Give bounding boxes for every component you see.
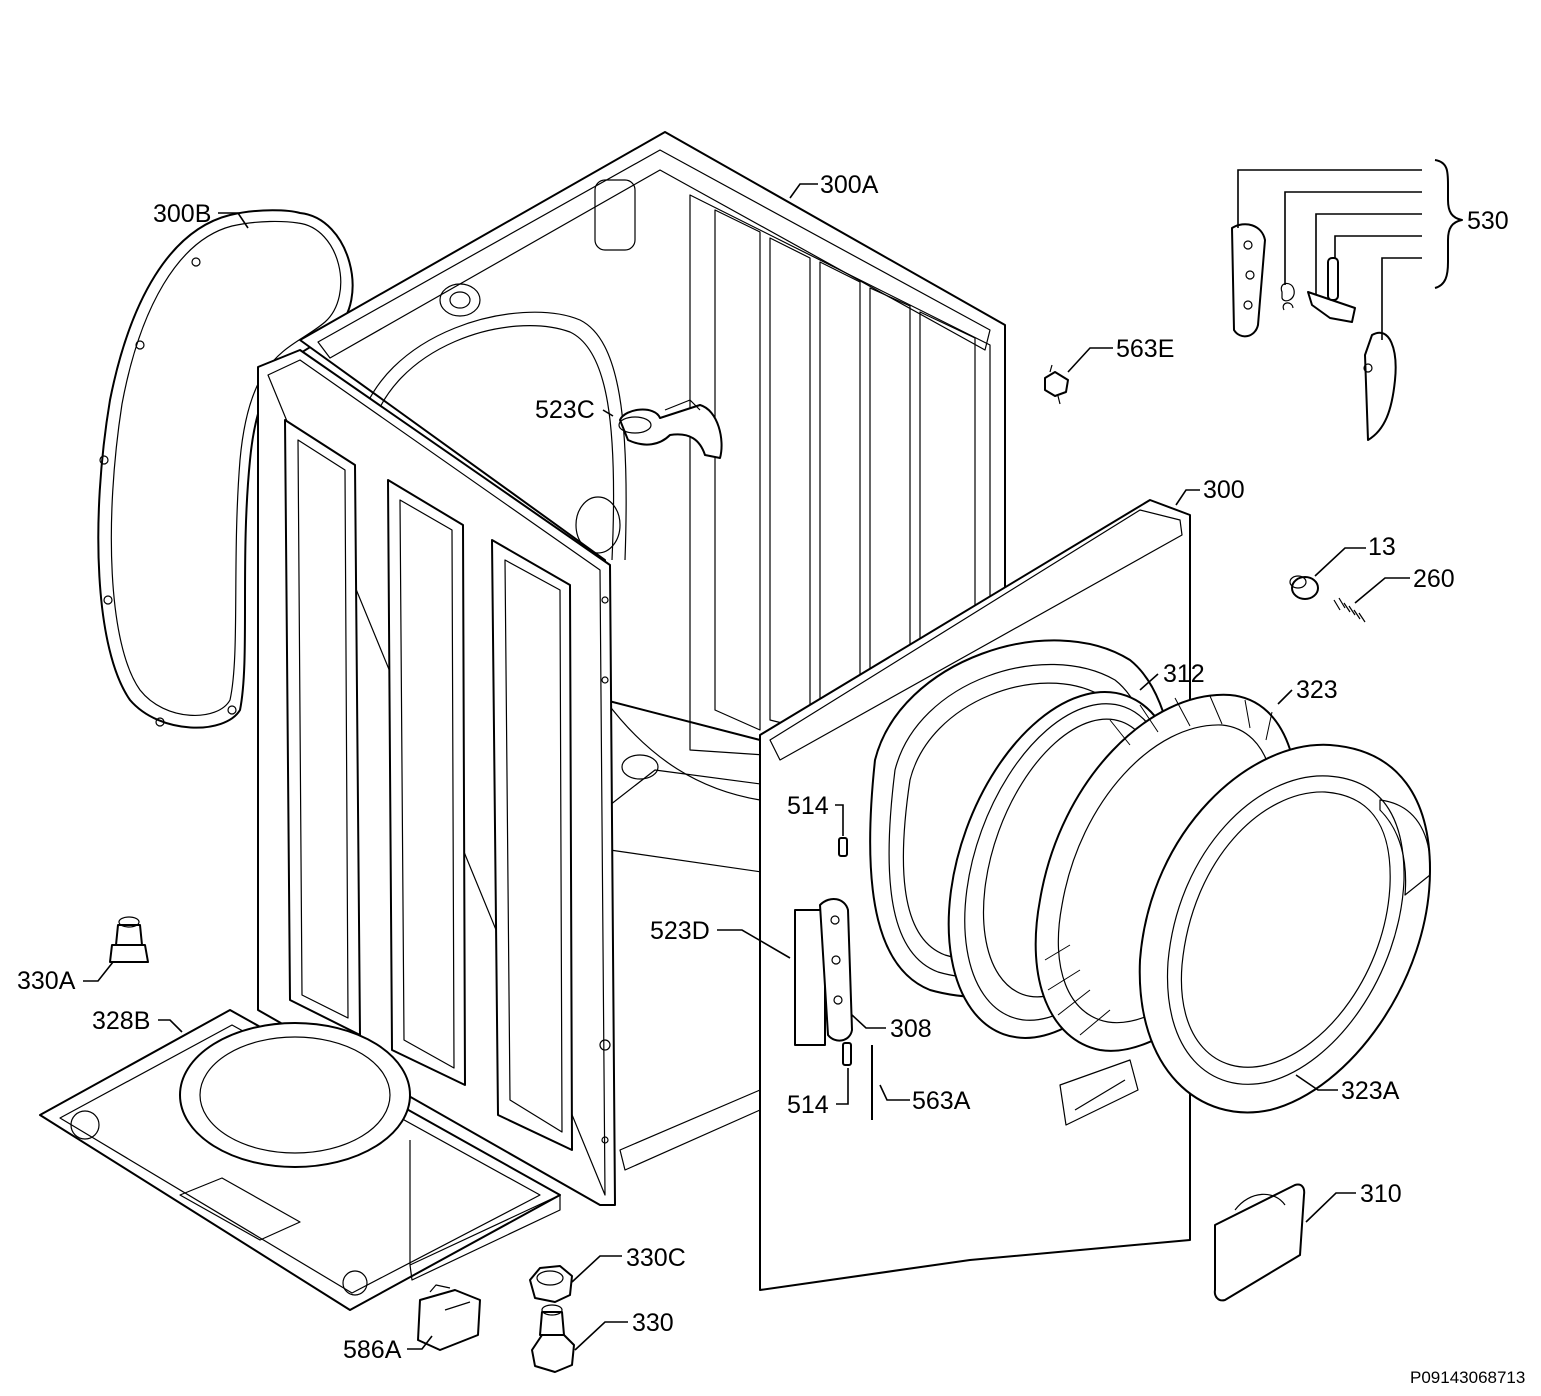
part-308-hinge-drawing: [819, 898, 853, 1042]
label-523C: 523C: [535, 396, 595, 424]
part-260-spring-drawing: [1333, 597, 1366, 623]
label-323: 323: [1296, 676, 1338, 704]
label-514-top: 514: [787, 792, 829, 820]
label-323A: 323A: [1341, 1077, 1400, 1105]
label-300A: 300A: [820, 171, 879, 199]
part-563E-clip-drawing: [1044, 364, 1069, 405]
label-586A: 586A: [343, 1336, 402, 1364]
label-330: 330: [632, 1309, 674, 1337]
label-328B: 328B: [92, 1007, 150, 1035]
part-323A-outer-door-ring-drawing: [1138, 743, 1431, 1114]
label-310: 310: [1360, 1180, 1402, 1208]
part-330-valve-drawing: [531, 1304, 575, 1373]
label-300: 300: [1203, 476, 1245, 504]
label-13: 13: [1368, 533, 1396, 561]
label-530: 530: [1467, 207, 1509, 235]
part-586A-bracket-drawing: [417, 1284, 481, 1351]
part-330A-valve-drawing: [109, 916, 149, 963]
part-330C-nut-drawing: [529, 1265, 573, 1303]
label-514-bottom: 514: [787, 1091, 829, 1119]
part-530-hinge-kit-drawing: [1231, 223, 1397, 441]
document-code: P09143068713: [1410, 1368, 1525, 1387]
label-260: 260: [1413, 565, 1455, 593]
part-514-screws-drawing: [838, 837, 852, 1066]
part-523C-latch-drawing: [618, 399, 723, 459]
part-labels: 300B 300A 530 563E 523C 300 13 260 312 3…: [17, 171, 1509, 1364]
label-563E: 563E: [1116, 335, 1174, 363]
brace-530: [1434, 159, 1463, 289]
label-308: 308: [890, 1015, 932, 1043]
label-330A: 330A: [17, 967, 76, 995]
label-523D: 523D: [650, 917, 710, 945]
label-563A: 563A: [912, 1087, 971, 1115]
leader-lines: [83, 169, 1422, 1351]
label-300B: 300B: [153, 200, 211, 228]
cabinet-side-panel-drawing: [257, 349, 616, 1206]
label-330C: 330C: [626, 1244, 686, 1272]
part-13-cap-drawing: [1289, 575, 1319, 600]
part-328B-base-plate-drawing: [39, 1009, 561, 1311]
part-310-flap-drawing: [1213, 1183, 1306, 1302]
label-312: 312: [1163, 660, 1205, 688]
